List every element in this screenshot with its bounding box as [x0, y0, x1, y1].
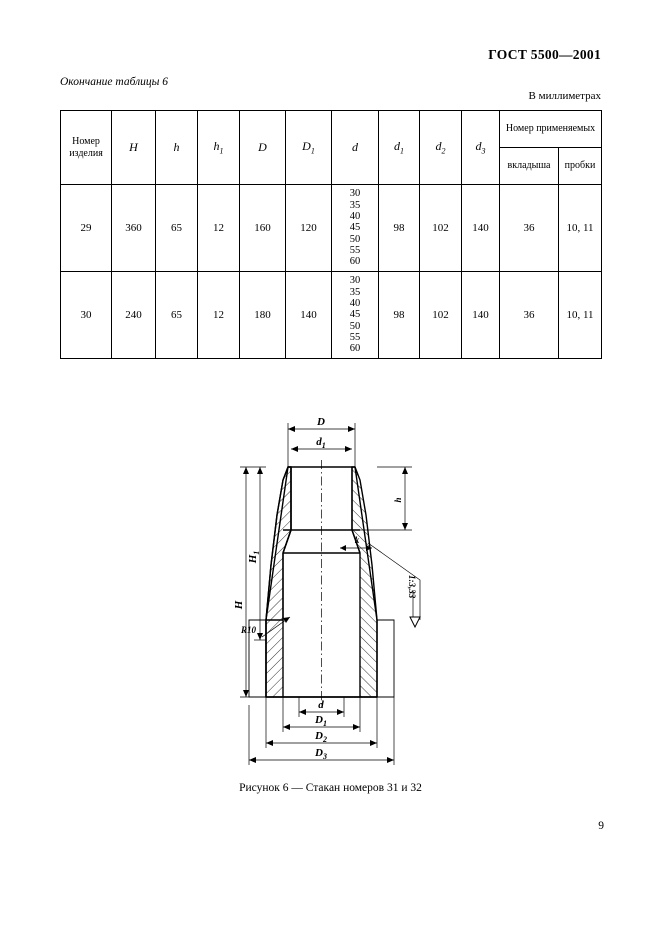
- dimension-D: D: [287, 416, 356, 467]
- dimension-H: H: [233, 466, 266, 698]
- header-insert: вкладыша: [499, 147, 559, 185]
- cell-d: 30 35 40 45 50 55 60: [331, 271, 379, 359]
- cell-H: 360: [111, 184, 156, 272]
- header-d3: d3: [461, 110, 500, 185]
- header-d1: d1: [378, 110, 420, 185]
- label-D3-bottom: D3: [314, 747, 327, 761]
- table-header-row-secondary: вкладыша пробки: [61, 147, 602, 185]
- label-h: h: [393, 497, 403, 502]
- cell-d3: 140: [461, 271, 500, 359]
- header-h1: h1: [197, 110, 240, 185]
- dimension-D2-bottom: D2: [265, 697, 378, 748]
- label-D2-bottom: D2: [314, 730, 327, 744]
- cell-d2: 102: [419, 271, 462, 359]
- cell-h: 65: [155, 271, 198, 359]
- technical-drawing: D d1 H: [0, 405, 661, 785]
- dimension-D3-bottom: D3: [248, 697, 395, 765]
- label-D: D: [316, 416, 325, 428]
- label-taper: 1:3,33: [407, 575, 417, 599]
- bore-step-right: [351, 529, 361, 554]
- cell-D: 160: [239, 184, 286, 272]
- units-note: В миллиметрах: [528, 90, 601, 102]
- header-h: h: [155, 110, 198, 185]
- standard-title: ГОСТ 5500—2001: [488, 47, 601, 62]
- dimension-d-bottom: d: [298, 697, 345, 717]
- label-d-bottom: d: [318, 699, 324, 711]
- annotation-radius: R10: [240, 616, 291, 638]
- table-row: 29 360 65 12 160 120 30 35 40 45 50 55 6…: [60, 184, 602, 272]
- cell-plug: 10, 11: [558, 271, 602, 359]
- cell-D1: 140: [285, 271, 332, 359]
- flange-left-edge: [248, 619, 266, 698]
- dimension-D1-bottom: D1: [282, 697, 361, 732]
- header-plug: пробки: [558, 147, 602, 185]
- label-H: H: [233, 600, 245, 610]
- spec-table: Номер изделия H h h1 D D1 d d1 d2 d3 Ном…: [60, 110, 602, 359]
- section-right-wall: [351, 466, 378, 698]
- cell-d3: 140: [461, 184, 500, 272]
- bore-step-left: [282, 529, 292, 554]
- dimension-h: h: [360, 466, 412, 531]
- cell-D: 180: [239, 271, 286, 359]
- cell-item-number: 29: [60, 184, 112, 272]
- cell-insert: 36: [499, 184, 559, 272]
- spec-table-container: Номер изделия H h h1 D D1 d d1 d2 d3 Ном…: [60, 110, 602, 359]
- table-continuation-label: Окончание таблицы 6: [60, 76, 168, 88]
- cell-item-number: 30: [60, 271, 112, 359]
- label-R10: R10: [240, 625, 257, 635]
- cell-h1: 12: [197, 184, 240, 272]
- cross-section-svg: D d1 H: [233, 416, 421, 765]
- dimension-d1: d1: [291, 436, 352, 452]
- header-H: H: [111, 110, 156, 185]
- cell-H: 240: [111, 271, 156, 359]
- figure-caption: Рисунок 6 — Стакан номеров 31 и 32: [239, 782, 422, 794]
- cell-h: 65: [155, 184, 198, 272]
- header-applied-group: Номер применяемых: [499, 110, 602, 148]
- cell-d1: 98: [378, 271, 420, 359]
- header-d: d: [331, 110, 379, 185]
- section-left-wall: [265, 466, 292, 698]
- dimension-H1: H1: [247, 467, 266, 641]
- header-item-number: Номер изделия: [60, 110, 112, 185]
- cell-d: 30 35 40 45 50 55 60: [331, 184, 379, 272]
- table-header-row-primary: Номер изделия H h h1 D D1 d d1 d2 d3 Ном…: [60, 110, 602, 185]
- label-k: k: [355, 535, 360, 545]
- cell-h1: 12: [197, 271, 240, 359]
- header-D1: D1: [285, 110, 332, 185]
- cell-D1: 120: [285, 184, 332, 272]
- table-row: 30 240 65 12 180 140 30 35 40 45 50 55 6…: [60, 271, 602, 359]
- header-d2: d2: [419, 110, 462, 185]
- header-D: D: [239, 110, 286, 185]
- annotation-taper: 1:3,33: [367, 542, 421, 629]
- label-H1: H1: [247, 551, 261, 565]
- label-d1: d1: [316, 436, 326, 450]
- flange-right-edge: [377, 619, 395, 698]
- cell-plug: 10, 11: [558, 184, 602, 272]
- page-number: 9: [598, 820, 604, 832]
- cell-insert: 36: [499, 271, 559, 359]
- cell-d1: 98: [378, 184, 420, 272]
- label-D1-bottom: D1: [314, 714, 327, 728]
- cell-d2: 102: [419, 184, 462, 272]
- dimension-k: k: [340, 535, 372, 551]
